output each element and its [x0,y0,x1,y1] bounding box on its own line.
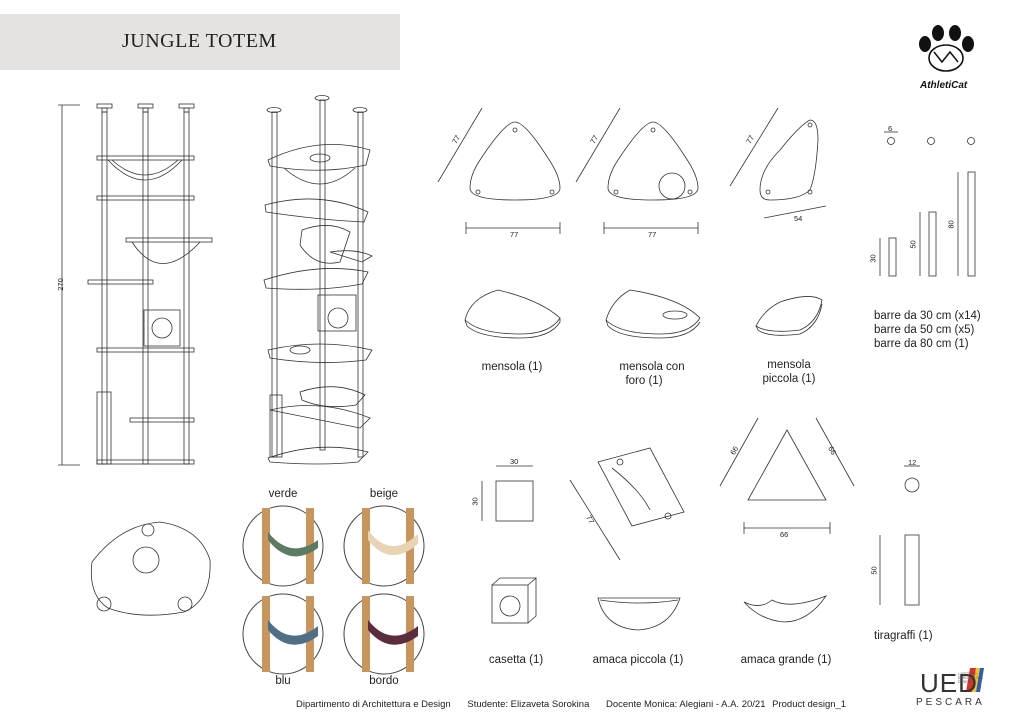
big-hammock-views [719,417,855,623]
dim-bar-30: 30 [868,254,878,263]
label-verde: verde [268,488,298,500]
shelves-perspective [464,289,823,339]
perspective-tower [263,95,373,465]
label-mensola-foro-2: foro (1) [625,375,663,387]
dim-house-height: 30 [470,497,480,506]
label-mensola: mensola (1) [481,361,543,373]
label-casetta: casetta (1) [488,654,544,666]
ued-city: PESCARA [916,697,985,708]
dim-bar-diameter: 6 [888,124,893,133]
footer-teacher: Docente Monica: Alegiani - A.A. 20/21 [606,699,766,710]
dim-big-hammock-base: 66 [780,530,789,539]
base-iso-view [90,521,211,616]
footer: Dipartimento di Architettura e Design St… [296,699,860,710]
label-tiragraffi: tiragraffi (1) [874,630,933,642]
label-mensola-piccola-2: piccola (1) [762,373,816,385]
scratcher-views [879,465,920,606]
bars [879,131,976,277]
footer-student: Studente: Elizaveta Sorokina [467,699,590,710]
dim-bar-50: 50 [908,240,918,249]
label-blu: blu [275,675,291,687]
small-shelf-top-view [729,107,827,219]
dim-small-shelf-base: 54 [794,214,803,223]
dim-hole-shelf-base: 77 [648,230,657,239]
label-bars-80: barre da 80 cm (1) [874,338,969,350]
house-views [481,465,538,624]
dim-bar-80: 80 [946,220,956,229]
color-variants [242,505,425,675]
label-amaca-piccola: amaca piccola (1) [592,654,684,666]
dim-total-height: 270 [55,278,65,291]
footer-course: Product design_1 [772,699,847,710]
front-elevation [58,103,213,466]
footer-dept: Dipartimento di Architettura e Design [296,699,451,710]
label-mensola-piccola-1: mensola [767,359,811,371]
paw-logo-icon [919,25,974,72]
shelf-top-view [437,107,561,234]
brand-name: AthletiCat [920,80,968,91]
ued-tagline: L'ISTITUTO EUROPEO DEL DESIGN [958,672,984,684]
label-bordo: bordo [369,675,399,687]
small-hammock-views [569,447,685,631]
dim-shelf-base: 77 [510,230,519,239]
label-mensola-foro-1: mensola con [619,361,685,373]
ued-logo: UED [920,668,978,698]
label-bars-50: barre da 50 cm (x5) [874,324,975,336]
title-bar [0,14,400,70]
dim-scratcher-diameter: 12 [908,458,917,467]
page-title: JUNGLE TOTEM [122,30,277,52]
dim-house-width: 30 [510,457,519,466]
label-bars-30: barre da 30 cm (x14) [874,310,981,322]
label-beige: beige [369,488,399,500]
label-amaca-grande: amaca grande (1) [740,654,832,666]
ued-logo-stripes [966,668,984,692]
hole-shelf-top-view [575,107,699,234]
dim-scratcher-height: 50 [869,566,879,575]
